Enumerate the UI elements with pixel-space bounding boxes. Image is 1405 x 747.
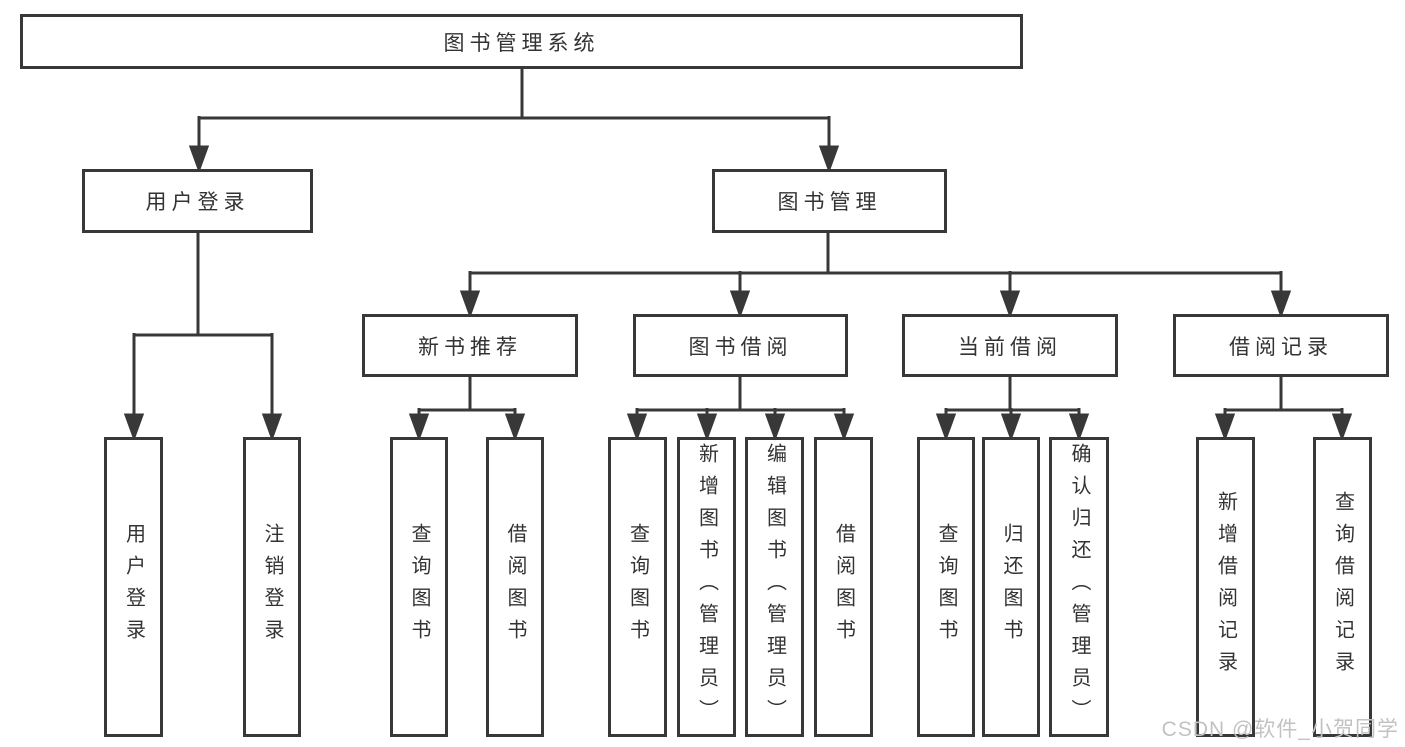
node-label: 图书管理 bbox=[777, 191, 882, 214]
node-label: 编辑图书（管理员） bbox=[763, 443, 786, 731]
node-label: 确认归还（管理员） bbox=[1068, 443, 1090, 731]
node-label: 借阅图书 bbox=[832, 523, 855, 651]
node-label: 用户登录 bbox=[145, 191, 250, 214]
leaf-return-book: 归还图书 bbox=[982, 437, 1040, 737]
leaf-confirm-return-admin: 确认归还（管理员） bbox=[1049, 437, 1109, 737]
node-label: 查询图书 bbox=[626, 523, 649, 651]
csdn-watermark: CSDN @软件_小贺同学 bbox=[1161, 718, 1399, 741]
node-label: 归还图书 bbox=[1000, 523, 1022, 651]
node-label: 借阅记录 bbox=[1229, 335, 1333, 359]
node-label: 查询图书 bbox=[408, 523, 430, 651]
leaf-borrow-books-recommend: 借阅图书 bbox=[486, 437, 544, 737]
node-label: 图书借阅 bbox=[688, 335, 793, 359]
leaf-query-books-borrow: 查询图书 bbox=[608, 437, 667, 737]
node-book-management-system: 图书管理系统 bbox=[20, 14, 1023, 69]
node-book-management-branch: 图书管理 bbox=[712, 169, 947, 233]
node-label: 当前借阅 bbox=[958, 335, 1062, 359]
leaf-borrow-books-borrow: 借阅图书 bbox=[814, 437, 873, 737]
node-borrowing-records: 借阅记录 bbox=[1173, 314, 1389, 377]
node-label: 借阅图书 bbox=[504, 523, 526, 651]
leaf-query-books-current: 查询图书 bbox=[917, 437, 975, 737]
node-label: 新书推荐 bbox=[418, 335, 522, 359]
leaf-add-borrow-record: 新增借阅记录 bbox=[1196, 437, 1255, 737]
node-label: 查询借阅记录 bbox=[1331, 491, 1354, 683]
leaf-query-borrow-record: 查询借阅记录 bbox=[1313, 437, 1372, 737]
node-label: 图书管理系统 bbox=[443, 31, 600, 55]
leaf-query-books-recommend: 查询图书 bbox=[390, 437, 448, 737]
leaf-add-book-admin: 新增图书（管理员） bbox=[677, 437, 736, 737]
leaf-logout: 注销登录 bbox=[243, 437, 301, 737]
leaf-user-login: 用户登录 bbox=[104, 437, 163, 737]
node-user-login-branch: 用户登录 bbox=[82, 169, 313, 233]
node-label: 查询图书 bbox=[935, 523, 957, 651]
node-label: 新增图书（管理员） bbox=[695, 443, 718, 731]
node-label: 注销登录 bbox=[261, 523, 283, 651]
node-label: 用户登录 bbox=[122, 523, 145, 651]
node-label: 新增借阅记录 bbox=[1214, 491, 1237, 683]
node-new-book-recommendation: 新书推荐 bbox=[362, 314, 578, 377]
node-book-borrowing: 图书借阅 bbox=[633, 314, 848, 377]
node-current-borrowing: 当前借阅 bbox=[902, 314, 1118, 377]
leaf-edit-book-admin: 编辑图书（管理员） bbox=[745, 437, 804, 737]
